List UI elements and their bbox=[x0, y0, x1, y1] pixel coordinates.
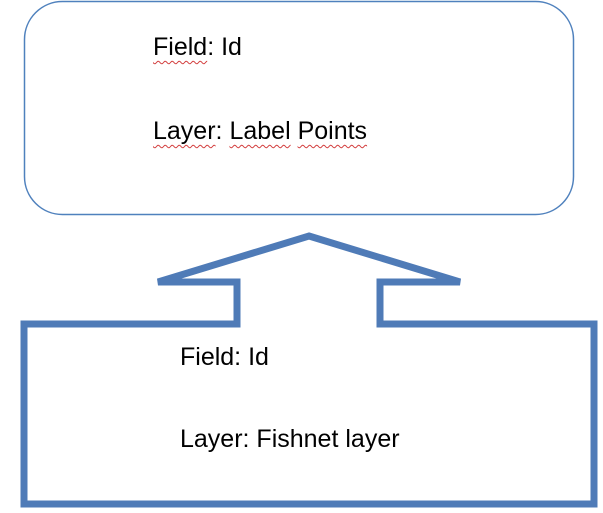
layer-word: Layer bbox=[153, 117, 216, 145]
label-word: Label bbox=[229, 117, 291, 145]
bottom-box-layer-text: Layer: Fishnet layer bbox=[180, 425, 400, 453]
fishnet-arrow-box bbox=[20, 232, 598, 508]
top-box-layer-text: Layer: Label Points bbox=[153, 116, 367, 146]
field-value: : Id bbox=[207, 33, 242, 61]
layer-colon: : bbox=[215, 117, 230, 145]
points-word: Points bbox=[297, 117, 368, 145]
bottom-box-field-text: Field: Id bbox=[180, 343, 269, 371]
label-points-rounded-box bbox=[23, 0, 575, 216]
layer-space bbox=[291, 117, 298, 145]
field-word: Field bbox=[153, 33, 208, 61]
top-box-field-text: Field: Id bbox=[153, 32, 242, 62]
